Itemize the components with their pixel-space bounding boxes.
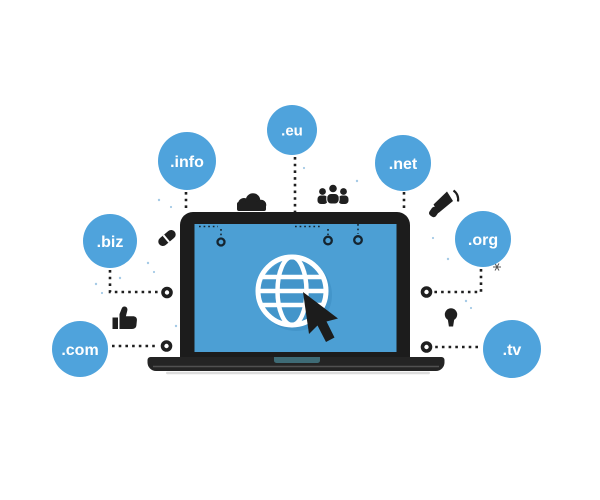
megaphone-icon: [429, 189, 460, 218]
bubble-circle: [483, 320, 541, 378]
bubble-label-org: .org: [468, 232, 498, 249]
cursor-icon: [303, 292, 338, 342]
domain-bubble-com: .com: [52, 321, 108, 377]
dotted-connectors: [108, 157, 483, 353]
laptop-screen: [194, 224, 397, 352]
connector-tv-ring: [420, 341, 433, 353]
connector-biz-ring: [161, 286, 173, 299]
lightbulb-icon: [444, 308, 458, 327]
bubble-circle: [83, 214, 137, 268]
domain-bubble-net: .net: [375, 135, 431, 191]
bubble-circle: [158, 132, 216, 190]
pencil-icon: [158, 229, 176, 247]
bubble-circle: [267, 105, 317, 155]
bubble-label-net: .net: [389, 156, 418, 173]
connector-org: [434, 269, 483, 294]
bubble-circle: [52, 321, 108, 377]
domain-bubble-org: .org: [455, 211, 511, 267]
laptop: [147, 212, 445, 375]
bubble-label-eu: .eu: [281, 123, 303, 140]
domain-bubble-eu: .eu: [267, 105, 317, 155]
cloud-icon: [237, 193, 267, 211]
connector-org-ring: [420, 286, 433, 298]
laptop-base: [147, 357, 445, 371]
domain-bubble-tv: .tv: [483, 320, 541, 378]
thumbs-up-icon: [112, 306, 137, 329]
domain-bubble-info: .info: [158, 132, 216, 190]
bubble-circle: [375, 135, 431, 191]
domain-bubble-biz: .biz: [83, 214, 137, 268]
laptop-shadow: [166, 371, 430, 375]
bubble-label-info: .info: [170, 154, 204, 171]
laptop-hinge-notch: [274, 357, 320, 363]
connector-com-ring: [160, 340, 173, 352]
asterisk-speck: [493, 263, 501, 271]
hook-ornament-left: [199, 225, 226, 247]
bubble-label-com: .com: [61, 342, 98, 359]
people-group-icon: [317, 183, 349, 205]
connector-biz: [108, 270, 158, 294]
bubble-label-biz: .biz: [97, 234, 124, 251]
bubble-label-tv: .tv: [503, 342, 522, 359]
hook-ornament-right: [353, 224, 363, 245]
bubble-circle: [455, 211, 511, 267]
hook-ornament-middle: [295, 225, 333, 246]
